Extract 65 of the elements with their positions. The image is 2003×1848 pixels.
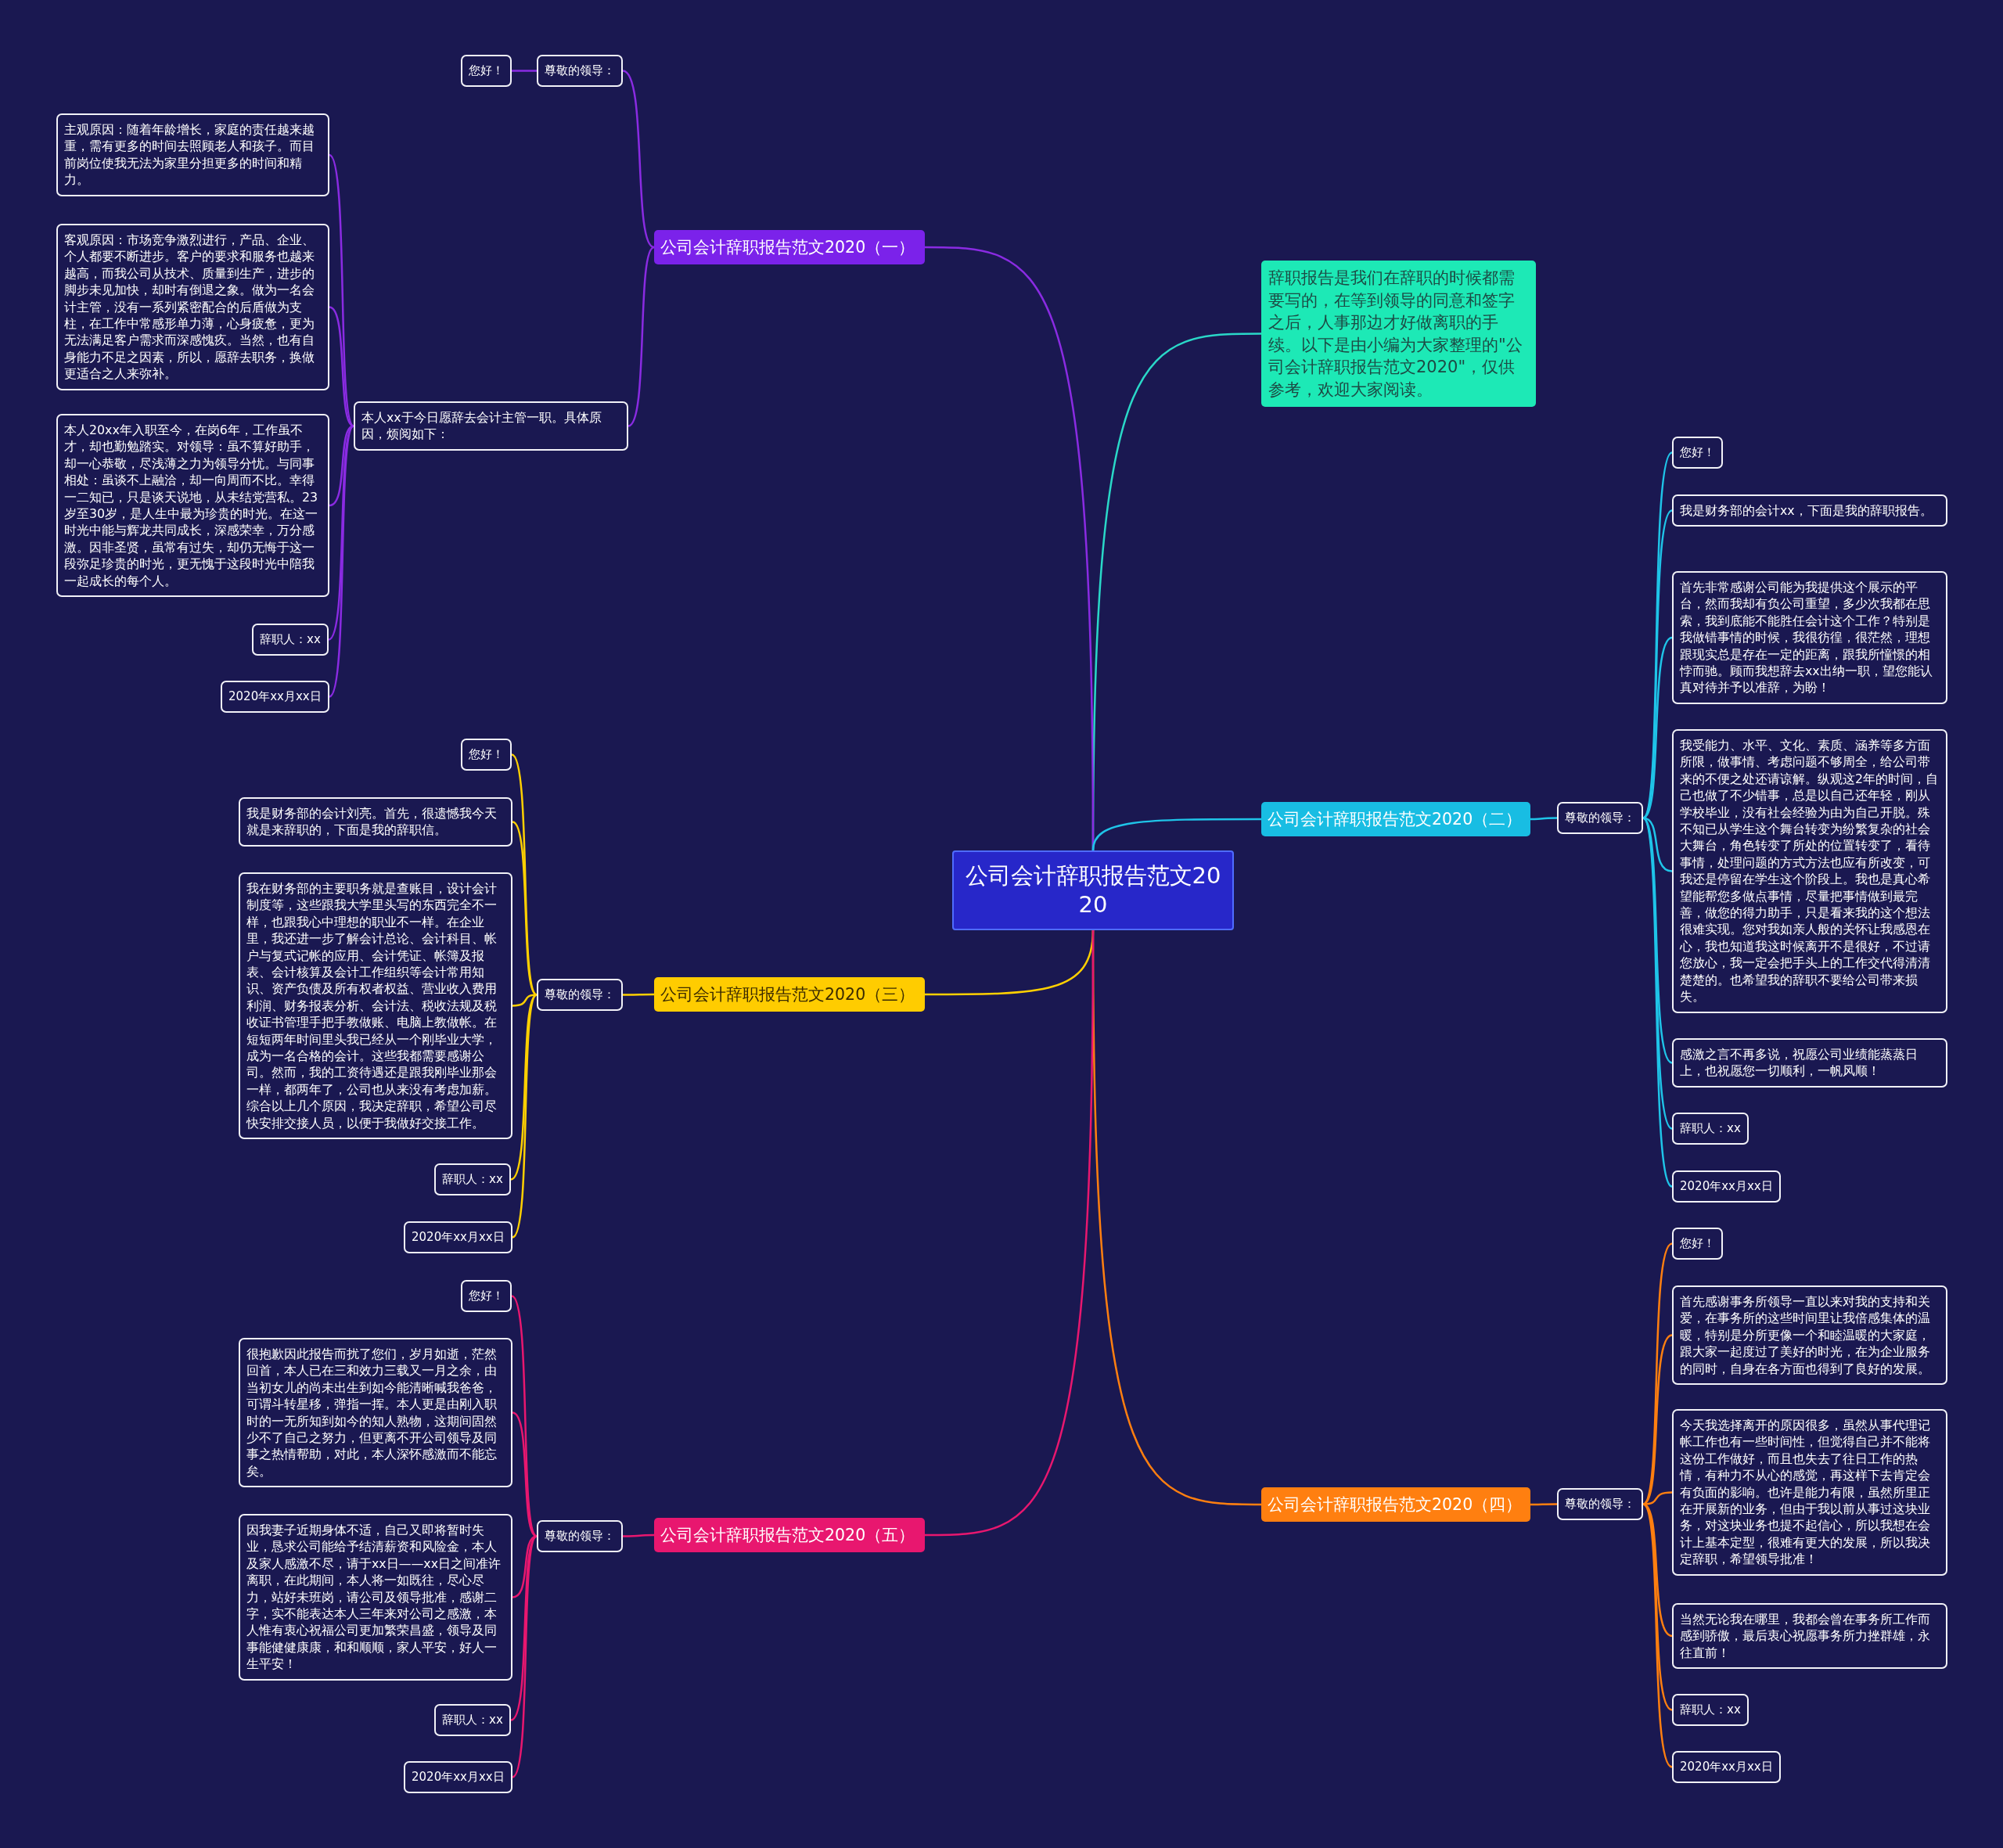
connector-line bbox=[512, 70, 537, 72]
note-box: 感激之言不再多说，祝愿公司业绩能蒸蒸日上，也祝愿您一切顺利，一帆风顺！ bbox=[1672, 1038, 1947, 1088]
branch-topic-box: 公司会计辞职报告范文2020（二） bbox=[1261, 802, 1530, 836]
note-box: 辞职人：xx bbox=[434, 1163, 511, 1196]
note-box: 很抱歉因此报告而扰了您们，岁月如逝，茫然回首，本人已在三和效力三载又一月之余，由当初女儿的尚未出生到如今能清晰喊我爸爸，可谓斗转星移，弹指一挥。本人更是由刚入职时的一无所知到如今的知人熟物，这期间固然少不了自己之努力，但更离不开公司领导及同事之热情帮助，对此，本人深怀感激而不能忘矣。 bbox=[239, 1338, 512, 1488]
note-box: 您好！ bbox=[1672, 437, 1723, 469]
note-box: 您好！ bbox=[461, 1280, 512, 1313]
note-box: 您好！ bbox=[461, 739, 512, 771]
note-box: 我在财务部的主要职务就是查账目，设计会计制度等，这些跟我大学里头写的东西完全不一样，也跟我心中理想的职业不一样。在企业里，我还进一步了解会计总论、会计科目、帐户与复式记帐的应用、会计凭证、帐簿及报表、会计核算及会计工作组织等会计常用知识、资产负债及所有权者权益、营业收入费用利润、财务报表分析、会计法、税收法规及税收证书管理手把手教做账、电脑上教做帐。在短短两年时间里头我已经从一个刚毕业大学，成为一名合格的会计。这些我都需要感谢公司。然而，我的工资待遇还是跟我刚毕业那会一样，都两年了，公司也从来没有考虑加薪。综合以上几个原因，我决定辞职，希望公司尽快安排交接人员，以便于我做好交接工作。 bbox=[239, 872, 512, 1140]
note-box: 您好！ bbox=[461, 55, 512, 88]
connector-line bbox=[329, 154, 355, 427]
note-box: 首先非常感谢公司能为我提供这个展示的平台，然而我却有负公司重望，多少次我都在思索，我到底能不能胜任会计这个工作？特别是我做错事情的时候，我很彷徨，很茫然，理想跟现实总是存在一定的距离，跟我所憧憬的相悖而驰。顾而我想辞去xx出纳一职，望您能认真对待并予以准辞，为盼！ bbox=[1672, 571, 1947, 704]
note-box: 本人20xx年入职至今，在岗6年，工作虽不才，却也勤勉踏实。对领导：虽不算好助手，却一心恭敬，尽浅薄之力为领导分忧。与同事相处：虽谈不上融洽，却一向周而不比。幸得一二知已，只是谈天说地，从未结党营私。23岁至30岁，是人生中最为珍贵的时光。在这一时光中能与辉龙共同成长，深感荣幸，万分感激。因非圣贤，虽常有过失，却仍无悔于这一段弥足珍贵的时光，更无愧于这段时光中陪我一起成长的每个人。 bbox=[56, 414, 329, 598]
connector-line bbox=[1530, 1503, 1557, 1506]
note-box: 2020年xx月xx日 bbox=[221, 681, 329, 714]
connector-line bbox=[510, 1535, 538, 1721]
connector-line bbox=[622, 70, 655, 248]
connector-line bbox=[925, 930, 1095, 1537]
branch-topic-box: 公司会计辞职报告范文2020（一） bbox=[654, 230, 925, 264]
branch-topic-box: 公司会计辞职报告范文2020（四） bbox=[1261, 1487, 1530, 1522]
connector-line bbox=[329, 306, 354, 427]
note-box: 当然无论我在哪里，我都会曾在事务所工作而感到骄傲，最后衷心祝愿事务所力挫群雄，永往直前！ bbox=[1672, 1603, 1947, 1670]
branch-topic-box: 公司会计辞职报告范文2020（三） bbox=[654, 977, 925, 1012]
connector-line bbox=[628, 246, 655, 427]
connector-line bbox=[623, 993, 654, 996]
note-box: 我受能力、水平、文化、素质、涵养等多方面所限，做事情、考虑问题不够周全，给公司带来的不便之处还请谅解。纵观这2年的时间，自己也做了不少错事，总是以自己还年轻，刚从学校毕业，没有社会经验为由为自己开脱。殊不知已从学生这个舞台转变为纷繁复杂的社会大舞台，角色转变了所处的位置转变了，看待事情，处理问题的方式方法也应有所改变，可我还是停留在学生这个阶段上。我也是真心希望能帮您多做点事情，尽量把事情做到最完善，做您的得力助手，只是看来我的这个想法很难实现。您对我如亲人般的关怀让我感恩在心，我也知道我这时候离开不是很好，不过请您放心，我一定会把手头上的工作交代得清清楚楚的。也希望我的辞职不要给公司带来损失。 bbox=[1672, 729, 1947, 1013]
connector-line bbox=[1642, 817, 1674, 1188]
note-box: 2020年xx月xx日 bbox=[1672, 1170, 1781, 1203]
note-box: 辞职人：xx bbox=[1672, 1694, 1749, 1727]
note-box: 您好！ bbox=[1672, 1228, 1723, 1260]
connector-line bbox=[623, 1533, 654, 1537]
note-box: 客观原因：市场竞争激烈进行，产品、企业、个人都要不断进步。客户的要求和服务也越来越高，而我公司从技术、质量到生产，进步的脚步未见加快，却时有倒退之象。做为一名会计主管，没有一系列紧密配合的后盾做为支柱，在工作中常感形单力薄，心身疲惫，更为无法满足客户需求而深感愧疚。当然，也有自身能力不足之因素，所以，愿辞去职务，换做更适合之人来弥补。 bbox=[56, 224, 329, 390]
note-box: 我是财务部的会计刘亮。首先，很遗憾我今天就是来辞职的，下面是我的辞职信。 bbox=[239, 797, 512, 847]
note-box: 我是财务部的会计xx，下面是我的辞职报告。 bbox=[1672, 494, 1947, 527]
note-box: 2020年xx月xx日 bbox=[1672, 1751, 1781, 1784]
intro-note-box: 辞职报告是我们在辞职的时候都需要写的，在等到领导的同意和签字之后，人事那边才好做离职的手续。以下是由小编为大家整理的"公司会计辞职报告范文2020"，仅供参考，欢迎大家阅读。 bbox=[1261, 261, 1536, 407]
note-box: 2020年xx月xx日 bbox=[404, 1761, 512, 1794]
note-box: 2020年xx月xx日 bbox=[404, 1221, 512, 1254]
note-box: 辞职人：xx bbox=[434, 1704, 511, 1737]
note-box: 尊敬的领导： bbox=[537, 1520, 623, 1553]
connector-line bbox=[512, 1535, 538, 1778]
connector-line bbox=[1642, 1334, 1673, 1505]
note-box: 尊敬的领导： bbox=[1557, 1488, 1643, 1521]
connector-line bbox=[1530, 817, 1557, 821]
connector-line bbox=[512, 994, 538, 1239]
connector-line bbox=[1642, 1503, 1673, 1768]
note-box: 辞职人：xx bbox=[1672, 1113, 1749, 1145]
note-box: 首先感谢事务所领导一直以来对我的支持和关爱，在事务所的这些时间里让我倍感集体的温暖，特别是分所更像一个和睦温暖的大家庭，跟大家一起度过了美好的时光，在为企业服务的同时，自身在各方面也得到了良好的发展。 bbox=[1672, 1285, 1947, 1386]
note-box: 今天我选择离开的原因很多，虽然从事代理记帐工作也有一些时间性，但觉得自己并不能将这份工作做好，而且也失去了往日工作的热情，有种力不从心的感觉，再这样下去肯定会有负面的影响。也许是能力有限，虽然所里正在开展新的业务，但由于我以前从事过这块业务，对这块业务也提不起信心，所以我想在会计上基本定型，很难有更大的发展，所以我决定辞职，希望领导批准！ bbox=[1672, 1409, 1947, 1576]
note-box: 主观原因：随着年龄增长，家庭的责任越来越重，需有更多的时间去照顾老人和孩子。而目前岗位使我无法为家里分担更多的时间和精力。 bbox=[56, 113, 329, 196]
connector-line bbox=[510, 994, 538, 1181]
connector-line bbox=[1091, 818, 1261, 851]
connector-line bbox=[512, 1411, 538, 1537]
note-box: 尊敬的领导： bbox=[537, 979, 623, 1012]
note-box: 尊敬的领导： bbox=[1557, 802, 1643, 835]
connector-line bbox=[329, 425, 355, 698]
note-box: 辞职人：xx bbox=[252, 624, 329, 656]
branch-topic-box: 公司会计辞职报告范文2020（五） bbox=[654, 1518, 925, 1552]
connector-line bbox=[512, 821, 538, 996]
connector-line bbox=[328, 425, 354, 641]
central-topic-box: 公司会计辞职报告范文2020 bbox=[952, 850, 1234, 930]
connector-line bbox=[1642, 451, 1674, 819]
note-box: 本人xx于今日愿辞去会计主管一职。具体原因，烦阅如下： bbox=[354, 401, 628, 451]
note-box: 因我妻子近期身体不适，自己又即将暂时失业，恳求公司能给予结清薪资和风险金，本人及家人感激不尽，请于xx日——xx日之间准许离职，在此期间，本人将一如既往，尽心尽力，站好未班岗，请公司及领导批准，感谢二字，实不能表达本人三年来对公司之感激，本人惟有衷心祝福公司更加繁荣昌盛，领导及同事能健健康康，和和顺顺，家人平安，好人一生平安！ bbox=[239, 1514, 512, 1681]
note-box: 尊敬的领导： bbox=[537, 55, 623, 88]
